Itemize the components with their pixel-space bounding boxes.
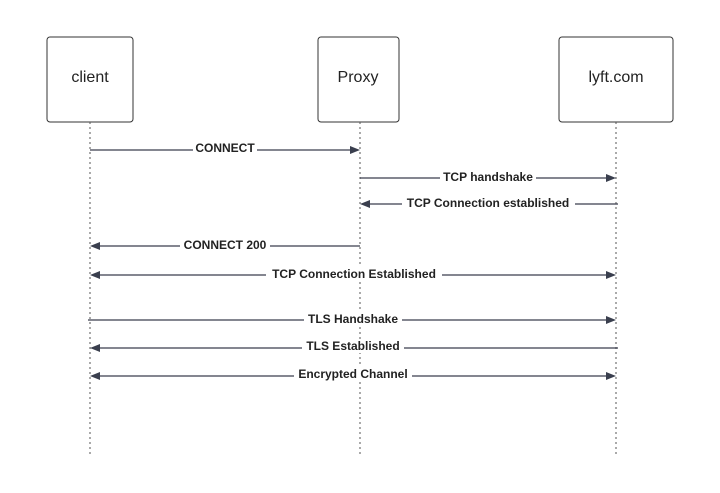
arrowhead-left-icon (90, 372, 100, 380)
label-background (180, 237, 270, 251)
message-label: Encrypted Channel (298, 367, 407, 381)
label-background (266, 266, 442, 280)
message-tcp-handshake: TCP handshake (360, 169, 616, 184)
message-label: TLS Established (306, 339, 399, 353)
message-label: TCP Connection established (407, 196, 569, 210)
message-connect-200: CONNECT 200 (90, 237, 360, 252)
message-tcp-connection-established: TCP Connection established (360, 195, 618, 210)
message-connect: CONNECT (90, 141, 360, 155)
label-background (402, 195, 575, 209)
arrowhead-right-icon (606, 316, 616, 324)
arrowhead-right-icon (350, 146, 360, 154)
message-tcp-connection-established-both: TCP Connection Established (90, 266, 616, 281)
participant-client: client (46, 36, 134, 123)
message-label: CONNECT 200 (184, 238, 267, 252)
arrowhead-left-icon (90, 271, 100, 279)
participant-label-server: lyft.com (588, 69, 643, 86)
label-background (440, 169, 536, 183)
arrowhead-left-icon (90, 242, 100, 250)
arrowhead-left-icon (90, 344, 100, 352)
participant-proxy: Proxy (317, 36, 400, 123)
label-background (294, 367, 412, 381)
message-label: CONNECT (195, 141, 255, 155)
message-encrypted-channel: Encrypted Channel (90, 367, 616, 381)
label-background (304, 311, 402, 325)
message-label: TCP handshake (443, 170, 533, 184)
participant-box-proxy (317, 36, 400, 123)
message-label: TCP Connection Established (272, 267, 436, 281)
participant-label-client: client (71, 69, 109, 86)
label-background (193, 141, 257, 155)
participant-server: lyft.com (558, 36, 674, 123)
arrowhead-left-icon (360, 200, 370, 208)
message-tls-established: TLS Established (90, 339, 618, 353)
label-background (302, 339, 404, 353)
arrowhead-right-icon (606, 372, 616, 380)
message-tls-handshake: TLS Handshake (88, 311, 616, 326)
arrowhead-right-icon (606, 174, 616, 182)
message-label: TLS Handshake (308, 312, 398, 326)
arrowhead-right-icon (606, 271, 616, 279)
participant-label-proxy: Proxy (338, 69, 379, 86)
